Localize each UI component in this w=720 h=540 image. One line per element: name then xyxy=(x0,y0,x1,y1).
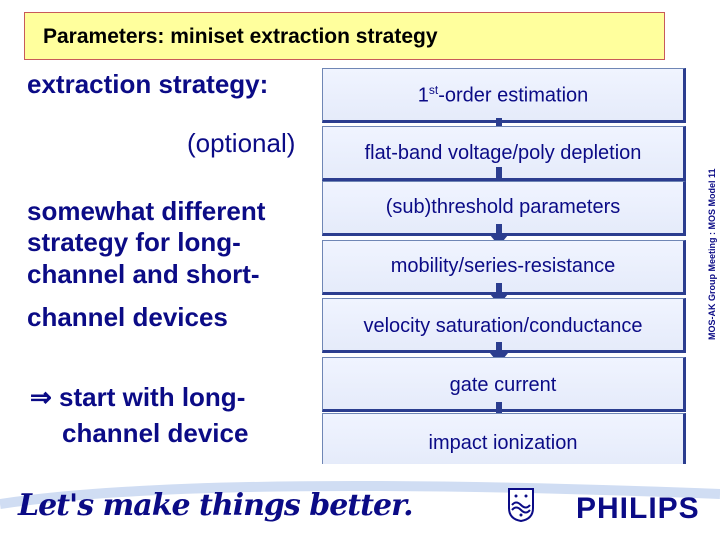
step-velocity-saturation: velocity saturation/conductance xyxy=(322,298,686,353)
strategy-note-line-1: somewhat different xyxy=(27,196,266,226)
step-impact-ionization: impact ionization xyxy=(322,413,686,468)
step-label: gate current xyxy=(449,374,557,396)
footer xyxy=(0,464,720,540)
step-mobility: mobility/series-resistance xyxy=(322,240,686,295)
strategy-note-line-2: strategy for long- xyxy=(27,227,241,257)
step-label: impact ionization xyxy=(428,432,578,454)
strategy-note-line-3: channel and short- xyxy=(27,259,260,289)
step-label: velocity saturation/conductance xyxy=(363,315,643,337)
start-note-text: start with long- xyxy=(59,382,246,412)
strategy-note-line-4: channel devices xyxy=(27,302,228,332)
step-label: (sub)threshold parameters xyxy=(385,196,621,218)
slogan-logo: Let's make things better. xyxy=(18,488,414,523)
step-label: 1st-order estimation xyxy=(417,83,589,107)
step-first-order-estimation: 1st-order estimation xyxy=(322,68,686,123)
optional-label: (optional) xyxy=(187,128,296,158)
start-note-line-2: channel device xyxy=(62,418,249,448)
start-note-line-1: ⇒ start with long- xyxy=(30,382,245,413)
step-label: mobility/series-resistance xyxy=(390,255,616,277)
side-meeting-label: MOS-AK Group Meeting : MOS Model 11 xyxy=(707,168,717,340)
extraction-strategy-label: extraction strategy: xyxy=(27,69,269,99)
title-box: Parameters: miniset extraction strategy xyxy=(24,12,665,60)
step-gate-current: gate current xyxy=(322,357,686,412)
philips-shield-icon xyxy=(508,488,534,527)
philips-wordmark: PHILIPS xyxy=(576,492,700,525)
implies-arrow-icon: ⇒ xyxy=(30,382,52,412)
step-subthreshold: (sub)threshold parameters xyxy=(322,181,686,236)
page-title: Parameters: miniset extraction strategy xyxy=(43,25,438,48)
step-label: flat-band voltage/poly depletion xyxy=(364,142,642,164)
